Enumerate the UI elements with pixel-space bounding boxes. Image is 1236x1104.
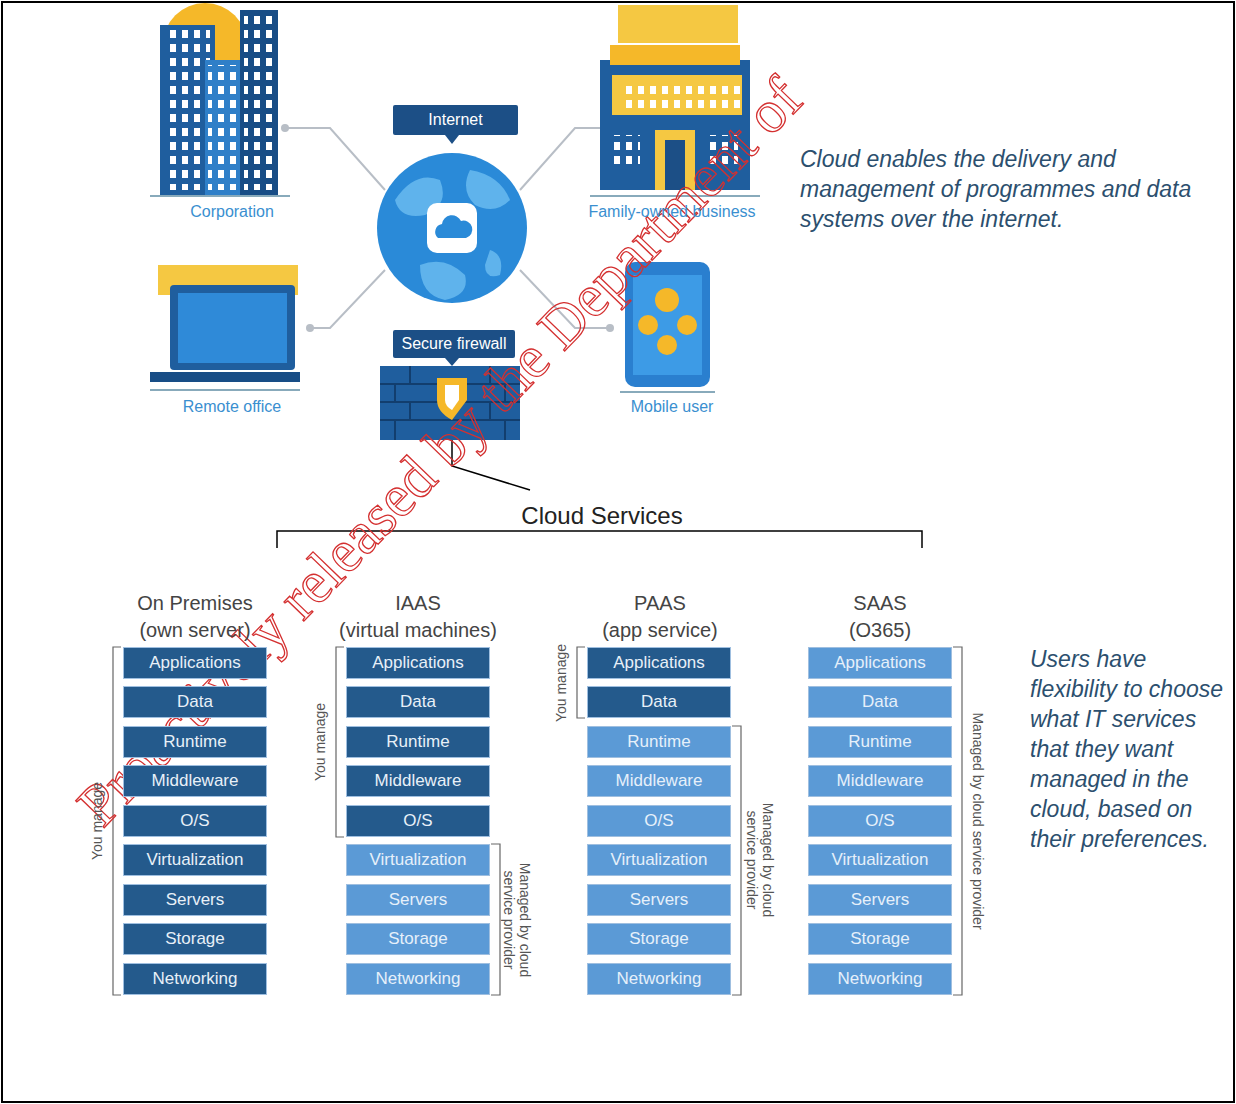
bracket-label: You manage (553, 644, 569, 722)
node-text: Data (400, 692, 436, 712)
node-text: Data (641, 692, 677, 712)
bracket-label: Managed by cloud service provider (970, 712, 986, 929)
node-text: Applications (613, 653, 705, 673)
layer-box: Servers (123, 884, 267, 916)
node-text: Storage (629, 929, 689, 949)
node-text: Runtime (627, 732, 690, 752)
node-text: O/S (865, 811, 894, 831)
node-text: Virtualization (369, 850, 466, 870)
column-heading: SAAS (O365) (780, 590, 980, 644)
layer-box: Applications (346, 647, 490, 679)
note-text: Cloud enables the delivery and managemen… (800, 144, 1210, 234)
layer-box: Storage (587, 923, 731, 955)
node-text: Middleware (375, 771, 462, 791)
bracket-label: Managed by cloud service provider (501, 846, 533, 994)
node-text: Applications (372, 653, 464, 673)
layer-box: Storage (346, 923, 490, 955)
layer-box: Runtime (587, 726, 731, 758)
node-text: Storage (850, 929, 910, 949)
layer-box: Networking (808, 963, 952, 995)
layer-box: Data (808, 686, 952, 718)
node-text: Runtime (386, 732, 449, 752)
caption: Remote office (183, 398, 281, 416)
layer-box: O/S (346, 805, 490, 837)
bracket-label: You manage (89, 782, 105, 860)
column-heading: On Premises (own server) (95, 590, 295, 644)
node-text: Applications (149, 653, 241, 673)
layer-box: Middleware (346, 765, 490, 797)
node-text: Servers (166, 890, 225, 910)
caption: Corporation (190, 203, 274, 221)
group-label: Cloud Services (519, 502, 684, 530)
caption: Mobile user (631, 398, 714, 416)
layer-box: Virtualization (808, 844, 952, 876)
node-text: Networking (837, 969, 922, 989)
layer-box: Servers (808, 884, 952, 916)
node-text: O/S (403, 811, 432, 831)
layer-box: Middleware (123, 765, 267, 797)
label-tag: Internet (393, 105, 518, 135)
layer-box: O/S (587, 805, 731, 837)
node-text: Virtualization (831, 850, 928, 870)
caption: Family-owned business (588, 203, 755, 221)
layer-box: Middleware (587, 765, 731, 797)
layer-box: Virtualization (587, 844, 731, 876)
layer-box: Servers (587, 884, 731, 916)
node-text: Middleware (616, 771, 703, 791)
node-text: Storage (165, 929, 225, 949)
column-heading: PAAS (app service) (560, 590, 760, 644)
node-text: Middleware (837, 771, 924, 791)
node-text: O/S (180, 811, 209, 831)
node-text: Secure firewall (402, 335, 507, 353)
node-text: Networking (152, 969, 237, 989)
node-text: Runtime (848, 732, 911, 752)
layer-box: Storage (808, 923, 952, 955)
layer-box: Servers (346, 884, 490, 916)
bracket-label: Managed by cloud service provider (744, 785, 776, 935)
column-heading: IAAS (virtual machines) (308, 590, 528, 644)
node-text: Virtualization (146, 850, 243, 870)
layer-box: O/S (808, 805, 952, 837)
layer-box: Applications (808, 647, 952, 679)
node-text: Servers (630, 890, 689, 910)
node-text: Data (177, 692, 213, 712)
layer-box: Networking (346, 963, 490, 995)
layer-box: Storage (123, 923, 267, 955)
layer-box: Runtime (346, 726, 490, 758)
node-text: Internet (428, 111, 482, 129)
node-text: Middleware (152, 771, 239, 791)
layer-box: Applications (123, 647, 267, 679)
node-text: Servers (851, 890, 910, 910)
node-text: Networking (616, 969, 701, 989)
node-text: Servers (389, 890, 448, 910)
layer-box: Applications (587, 647, 731, 679)
node-text: Storage (388, 929, 448, 949)
node-text: Networking (375, 969, 460, 989)
label-tag: Secure firewall (393, 330, 515, 358)
layer-box: Networking (123, 963, 267, 995)
layer-box: Data (346, 686, 490, 718)
layer-box: Networking (587, 963, 731, 995)
node-text: Applications (834, 653, 926, 673)
layer-box: Virtualization (123, 844, 267, 876)
layer-box: Runtime (123, 726, 267, 758)
layer-box: Runtime (808, 726, 952, 758)
layer-box: Middleware (808, 765, 952, 797)
node-text: Runtime (163, 732, 226, 752)
node-text: O/S (644, 811, 673, 831)
layer-box: Data (123, 686, 267, 718)
node-text: Virtualization (610, 850, 707, 870)
node-text: Data (862, 692, 898, 712)
bracket-label: You manage (312, 703, 328, 781)
layer-box: O/S (123, 805, 267, 837)
layer-box: Virtualization (346, 844, 490, 876)
note-text: Users have flexibility to choose what IT… (1030, 644, 1226, 854)
layer-box: Data (587, 686, 731, 718)
